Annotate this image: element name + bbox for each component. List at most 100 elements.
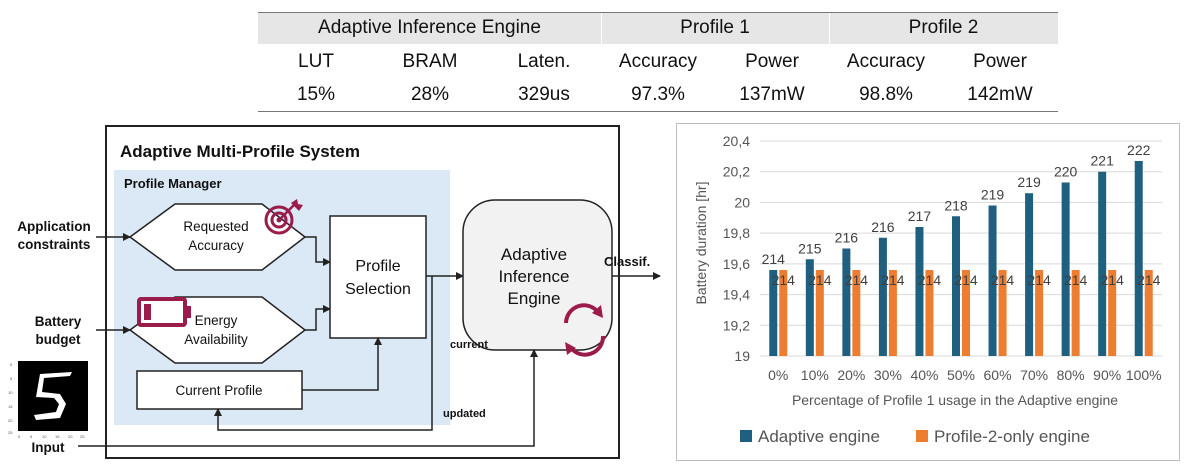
- table-group-header: Adaptive Inference Engine: [318, 17, 541, 38]
- chart-data-label: 214: [1027, 272, 1051, 288]
- chart-x-tick-label: 40%: [910, 367, 938, 383]
- chart-bar: [779, 270, 788, 356]
- chart-data-label: 214: [1064, 272, 1088, 288]
- table-column-header: Power: [745, 51, 799, 72]
- low-battery-icon: [137, 297, 191, 327]
- legend-label-profile2: Profile-2-only engine: [934, 427, 1090, 446]
- classif-label: Classif.: [604, 254, 650, 269]
- chart-y-tick-label: 19,4: [723, 287, 750, 303]
- chart-bar: [805, 259, 814, 356]
- chart-data-label: 214: [772, 272, 796, 288]
- table-column-header: Laten.: [517, 51, 571, 72]
- chart-data-label: 219: [1017, 174, 1041, 190]
- chart-data-label: 216: [835, 230, 859, 246]
- chart-data-label: 217: [908, 208, 932, 224]
- chart-x-tick-label: 0%: [768, 367, 788, 383]
- arrow-current-to-selection: [302, 337, 382, 391]
- chart-x-axis-label: Percentage of Profile 1 usage in the Ada…: [792, 392, 1118, 408]
- table-cell: 15%: [296, 84, 336, 105]
- table-column-header: Accuracy: [618, 51, 698, 72]
- chart-x-tick-label: 20%: [837, 367, 865, 383]
- chart-data-label: 214: [1101, 272, 1125, 288]
- battery-duration-chart: 2142142152142162142162142172142182142192…: [693, 133, 1162, 446]
- requested-accuracy-label: Requested: [183, 219, 248, 234]
- chart-y-tick-label: 19: [734, 348, 750, 364]
- table-column-header: BRAM: [402, 51, 458, 72]
- chart-y-tick-label: 20,4: [723, 133, 750, 149]
- table-cell: 137mW: [739, 84, 805, 105]
- chart-x-tick-label: 100%: [1126, 367, 1162, 383]
- chart-bar: [915, 227, 924, 356]
- chart-data-label: 215: [798, 240, 822, 256]
- engine-label: Adaptive: [501, 245, 567, 264]
- chart-bar: [1134, 160, 1143, 356]
- svg-text:10: 10: [42, 434, 47, 439]
- chart-data-label: 214: [845, 272, 869, 288]
- svg-text:20: 20: [8, 418, 13, 423]
- system-diagram: Adaptive Multi-Profile System Profile Ma…: [8, 125, 661, 459]
- chart-bar: [1025, 193, 1034, 356]
- arrow-energy-to-selection: [305, 305, 331, 331]
- battery-budget-label: budget: [36, 332, 81, 347]
- legend-label-adaptive: Adaptive engine: [758, 427, 880, 446]
- input-label: Input: [32, 440, 65, 455]
- svg-text:15: 15: [55, 434, 60, 439]
- chart-data-label: 214: [918, 272, 942, 288]
- svg-text:25: 25: [80, 434, 85, 439]
- chart-legend: Adaptive engine Profile-2-only engine: [740, 427, 1090, 446]
- chart-x-tick-label: 80%: [1057, 367, 1085, 383]
- engine-label: Inference: [499, 267, 570, 286]
- chart-bar: [852, 270, 861, 356]
- chart-bar: [1035, 270, 1044, 356]
- table-cell: 142mW: [967, 84, 1033, 105]
- chart-bar: [878, 237, 887, 356]
- chart-bar: [769, 270, 778, 356]
- energy-availability-label: Availability: [184, 332, 248, 347]
- chart-bar: [842, 248, 851, 356]
- table-group-header: Profile 1: [680, 17, 750, 38]
- chart-data-label: 218: [944, 197, 968, 213]
- chart-x-tick-label: 10%: [801, 367, 829, 383]
- chart-data-label: 214: [1137, 272, 1161, 288]
- arrow-input-to-engine: [78, 349, 538, 447]
- chart-data-label: 216: [871, 219, 895, 235]
- chart-x-tick-label: 90%: [1093, 367, 1121, 383]
- svg-text:10: 10: [8, 390, 13, 395]
- svg-text:15: 15: [8, 404, 13, 409]
- chart-data-label: 214: [991, 272, 1015, 288]
- chart-y-tick-label: 20: [734, 194, 750, 210]
- chart-bar: [925, 270, 934, 356]
- svg-text:0: 0: [18, 434, 21, 439]
- table-group-header: Profile 2: [908, 17, 979, 38]
- legend-swatch-adaptive: [740, 430, 752, 442]
- profile-selection-label: Profile: [355, 258, 400, 275]
- chart-x-tick-label: 50%: [947, 367, 975, 383]
- chart-y-tick-label: 20,2: [723, 164, 750, 180]
- chart-y-tick-label: 19,2: [723, 317, 750, 333]
- chart-data-label: 214: [954, 272, 978, 288]
- profile-selection-label: Selection: [345, 281, 411, 298]
- current-profile-label: Current Profile: [175, 383, 262, 398]
- chart-bar: [815, 270, 824, 356]
- legend-swatch-profile2: [916, 430, 928, 442]
- table-cell: 329us: [518, 84, 570, 105]
- app-constraints-label: Application: [17, 219, 91, 234]
- updated-feedback-line: [214, 276, 433, 431]
- chart-y-tick-label: 19,8: [723, 225, 750, 241]
- chart-data-label: 214: [762, 251, 786, 267]
- energy-availability-label: Energy: [195, 313, 238, 328]
- chart-bar: [998, 270, 1007, 356]
- table-cell: 98.8%: [859, 84, 913, 105]
- chart-bar: [952, 216, 960, 356]
- chart-bar: [1061, 182, 1070, 356]
- chart-bar: [962, 270, 970, 356]
- svg-text:5: 5: [30, 434, 33, 439]
- table-header-row: [258, 13, 1058, 44]
- profile-selection-box: [329, 215, 427, 339]
- chart-bar: [888, 270, 897, 356]
- svg-text:0: 0: [10, 362, 13, 367]
- chart-bar: [1108, 270, 1117, 356]
- current-label: current: [450, 339, 488, 351]
- spec-table: Adaptive Inference Engine Profile 1 Prof…: [258, 12, 1058, 112]
- profile-manager-title: Profile Manager: [124, 176, 222, 191]
